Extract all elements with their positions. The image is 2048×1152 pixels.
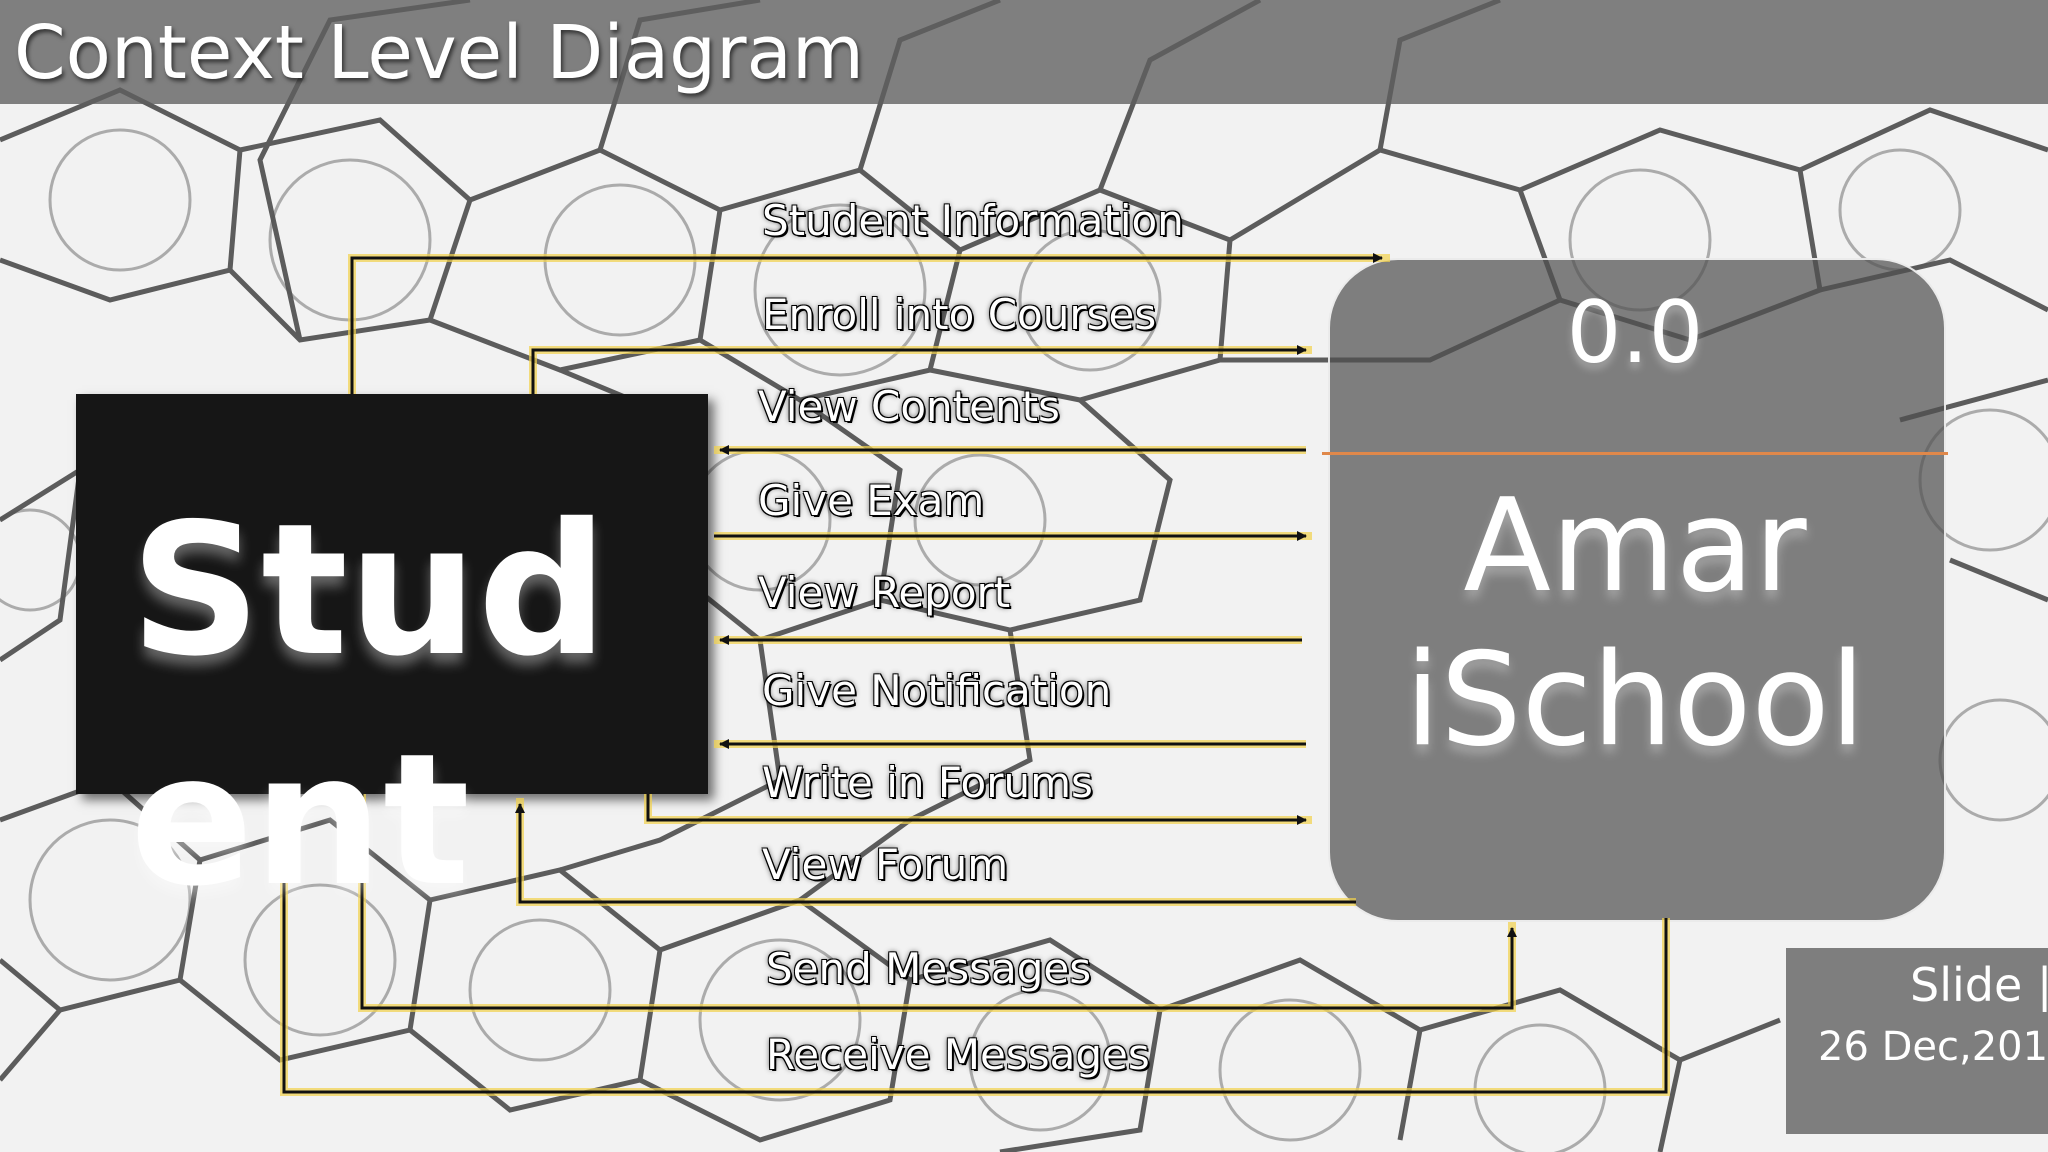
flow-arrow-send-messages [358, 794, 1517, 1012]
process-name: Amar iSchool [1404, 472, 1866, 775]
external-entity-box [76, 394, 708, 794]
title-bar [0, 0, 2048, 104]
flow-label-student-information: Student Information [762, 196, 1184, 245]
flow-arrow-receive-messages [279, 798, 1670, 1096]
flow-label-view-forum: View Forum [762, 840, 1009, 889]
flow-label-view-report: View Report [758, 568, 1011, 617]
external-entity-label: Student [130, 484, 608, 926]
flow-label-view-contents: View Contents [758, 382, 1060, 431]
flow-label-write-in-forums: Write in Forums [762, 758, 1093, 807]
slide-footer: Slide | 6 26 Dec,2015 [1786, 948, 2048, 1134]
flow-arrow-student-information [348, 253, 1390, 394]
flow-arrow-enroll-into-courses [529, 345, 1312, 394]
flow-arrow-write-in-forums [644, 794, 1312, 825]
process-divider [1322, 452, 1948, 455]
slide-date: 26 Dec,2015 [1818, 1024, 2048, 1070]
flow-arrow-view-forum [515, 798, 1356, 906]
flow-label-enroll-into-courses: Enroll into Courses [762, 290, 1157, 339]
flow-label-give-exam: Give Exam [758, 476, 985, 525]
slide-number: Slide | 6 [1910, 958, 2048, 1012]
flow-label-give-notification: Give Notification [762, 666, 1112, 715]
slide-title: Context Level Diagram [14, 10, 864, 96]
process-id: 0.0 [1566, 283, 1704, 383]
flow-label-receive-messages: Receive Messages [766, 1030, 1150, 1079]
process-box [1328, 258, 1946, 922]
flow-label-send-messages: Send Messages [766, 944, 1092, 993]
